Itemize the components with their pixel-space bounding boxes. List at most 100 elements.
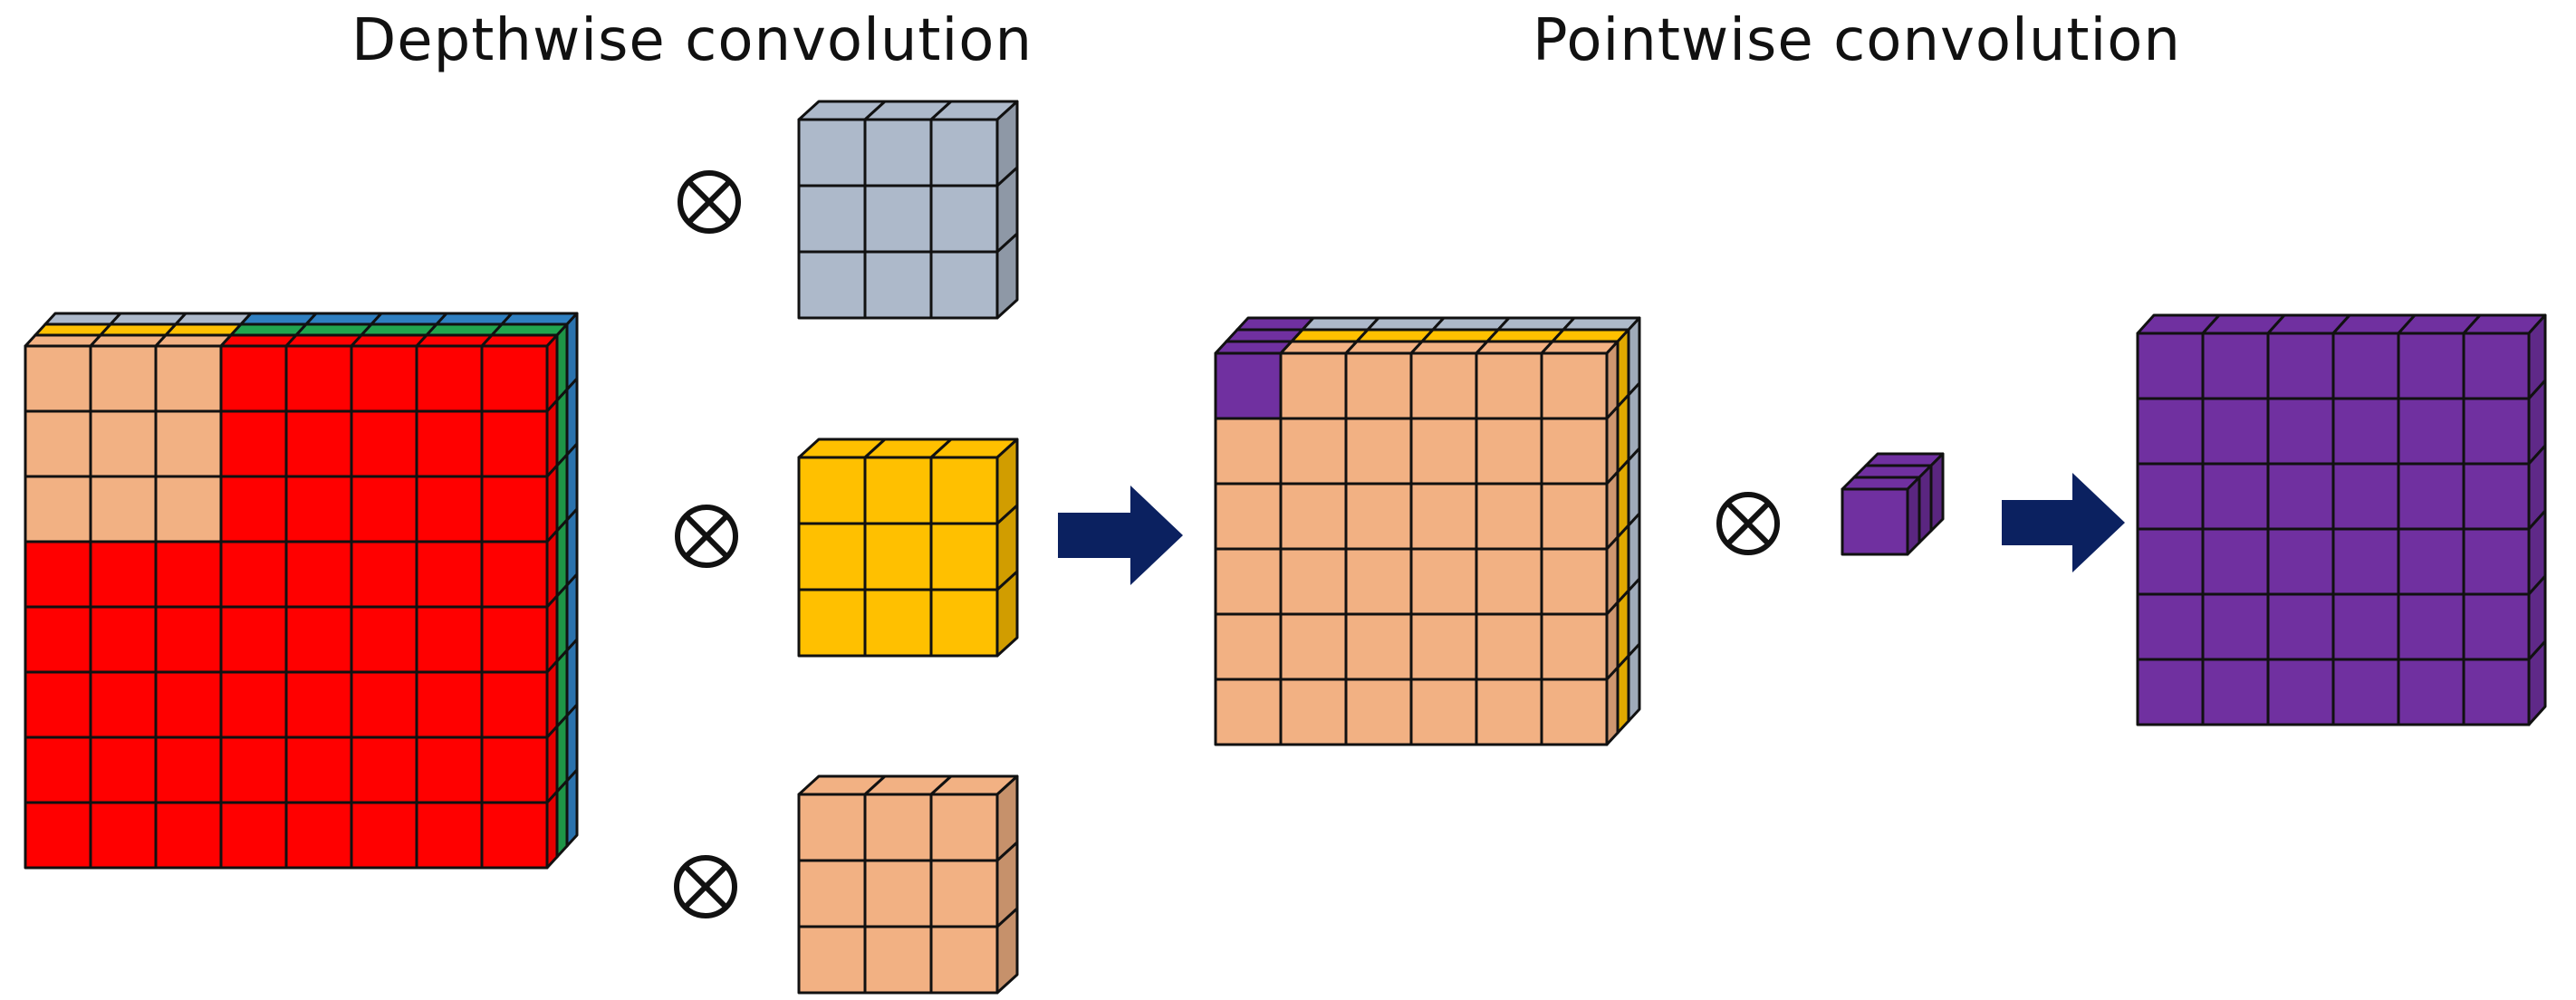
input-layer-1-front-cell — [154, 605, 223, 674]
mid-layer-3-top-cell — [1301, 316, 1380, 332]
input-layer-3-top-cell — [304, 312, 383, 326]
input-layer-1-front-cell — [284, 540, 353, 609]
input-layer-1-front-cell — [480, 475, 549, 543]
input-layer-1-side-cell — [545, 594, 559, 674]
input-layer-1-front-cell — [350, 605, 418, 674]
mid-layer-1-front-cell — [1409, 482, 1478, 551]
input-layer-1-front-cell — [480, 801, 549, 870]
mid-layer-2-top-cell — [1551, 328, 1630, 343]
input-layer-2-side-cell — [555, 649, 569, 728]
kernel-peach-front-cell — [797, 925, 867, 995]
kernel-peach-front-cell — [929, 793, 999, 862]
kernel-gray-front-cell — [797, 118, 867, 188]
mid-layer-1-front-cell — [1540, 678, 1609, 746]
mid-layer-1-front-cell — [1344, 547, 1413, 616]
input-layer-1-front-cell — [89, 801, 158, 870]
output-front-cell — [2136, 397, 2205, 466]
input-layer-1-top-cell — [154, 333, 233, 348]
mid-layer-1-front-cell — [1279, 678, 1348, 746]
kernel-peach-front-cell — [863, 793, 933, 862]
pointwise-kernel-side-cell — [1929, 452, 1945, 533]
kernel-gold-front-cell — [863, 522, 933, 591]
input-layer-1-top-cell — [24, 333, 102, 348]
output-front-cell — [2136, 527, 2205, 596]
input-layer-1-front-cell — [219, 801, 288, 870]
input-layer-1-front-cell — [480, 736, 549, 804]
input-layer-1-front-cell — [284, 344, 353, 413]
mid-layer-3-top-cell — [1366, 316, 1446, 332]
kernel-peach-front-cell — [863, 859, 933, 928]
input-layer-2-top-cell — [425, 322, 504, 337]
input-layer-1-front-cell — [415, 409, 484, 478]
mid-layer-1-front-cell — [1279, 482, 1348, 551]
kernel-peach-front-cell — [929, 859, 999, 928]
input-layer-1-front-cell — [480, 344, 549, 413]
mid-layer-1-front-cell — [1540, 612, 1609, 681]
convolve-symbol-3 — [674, 855, 737, 918]
input-layer-1-front-cell — [219, 736, 288, 804]
input-layer-2-side-cell — [555, 322, 569, 402]
input-layer-2-top-cell — [99, 322, 178, 337]
input-layer-1-front-cell — [350, 801, 418, 870]
output-front-cell — [2397, 592, 2465, 661]
input-layer-2-top-cell — [490, 322, 569, 337]
mid-layer-1-front-cell — [1214, 678, 1283, 746]
mid-layer-2-top-cell — [1485, 328, 1565, 343]
kernel-gold-front-cell — [797, 588, 867, 658]
arrow-icon-depthwise — [1058, 486, 1183, 585]
mid-layer-1-front-cell — [1344, 612, 1413, 681]
mid-layer-1-front-cell — [1214, 612, 1283, 681]
input-layer-1-front-cell — [350, 475, 418, 543]
input-layer-2-top-cell — [294, 322, 373, 337]
kernel-peach-front-cell — [797, 793, 867, 862]
kernel-peach-front-cell — [797, 859, 867, 928]
input-layer-1-front-cell — [350, 409, 418, 478]
output-front-cell — [2136, 592, 2205, 661]
depthwise-kernel-gray — [797, 100, 1019, 320]
output-front-cell — [2462, 592, 2531, 661]
intermediate-volume — [1214, 316, 1641, 746]
kernel-gold-front-cell — [929, 588, 999, 658]
input-layer-1-front-cell — [415, 736, 484, 804]
output-front-cell — [2397, 527, 2465, 596]
input-layer-1-front-cell — [480, 670, 549, 739]
mid-layer-1-front-cell — [1475, 612, 1543, 681]
mid-layer-1-front-cell — [1540, 417, 1609, 486]
input-layer-2-top-cell — [229, 322, 308, 337]
input-layer-3-top-cell — [174, 312, 253, 326]
mid-layer-1-top-cell — [1540, 340, 1620, 355]
mid-layer-3-top-cell — [1562, 316, 1641, 332]
output-front-cell — [2397, 332, 2465, 400]
output-front-cell — [2462, 658, 2531, 726]
mid-layer-3-top-cell — [1496, 316, 1576, 332]
input-volume — [24, 312, 579, 870]
mid-layer-1-top-cell — [1214, 340, 1293, 355]
output-front-cell — [2397, 397, 2465, 466]
mid-layer-1-top-cell — [1475, 340, 1554, 355]
input-layer-1-front-cell — [350, 540, 418, 609]
input-layer-1-front-cell — [415, 801, 484, 870]
input-layer-1-front-cell — [24, 801, 92, 870]
mid-layer-1-top-cell — [1279, 340, 1359, 355]
output-front-cell — [2331, 332, 2400, 400]
mid-layer-1-front-cell — [1214, 482, 1283, 551]
input-layer-1-front-cell — [219, 670, 288, 739]
input-layer-1-front-cell — [284, 475, 353, 543]
input-layer-3-side-cell — [565, 312, 579, 391]
input-layer-1-front-cell — [154, 670, 223, 739]
input-layer-1-front-cell — [89, 670, 158, 739]
input-layer-2-side-cell — [555, 583, 569, 663]
input-layer-1-front-cell — [154, 736, 223, 804]
output-front-cell — [2201, 397, 2270, 466]
input-layer-2-side-cell — [555, 714, 569, 793]
input-layer-3-side-cell — [565, 572, 579, 652]
input-layer-1-front-cell — [415, 344, 484, 413]
mid-layer-1-front-cell — [1279, 547, 1348, 616]
input-layer-3-side-cell — [565, 768, 579, 848]
input-layer-1-front-cell — [415, 540, 484, 609]
input-layer-1-front-cell — [415, 605, 484, 674]
output-front-cell — [2201, 332, 2270, 400]
mid-layer-1-top-cell — [1344, 340, 1424, 355]
mid-layer-1-front-cell — [1214, 547, 1283, 616]
depthwise-title: Depthwise convolution — [351, 7, 1033, 74]
